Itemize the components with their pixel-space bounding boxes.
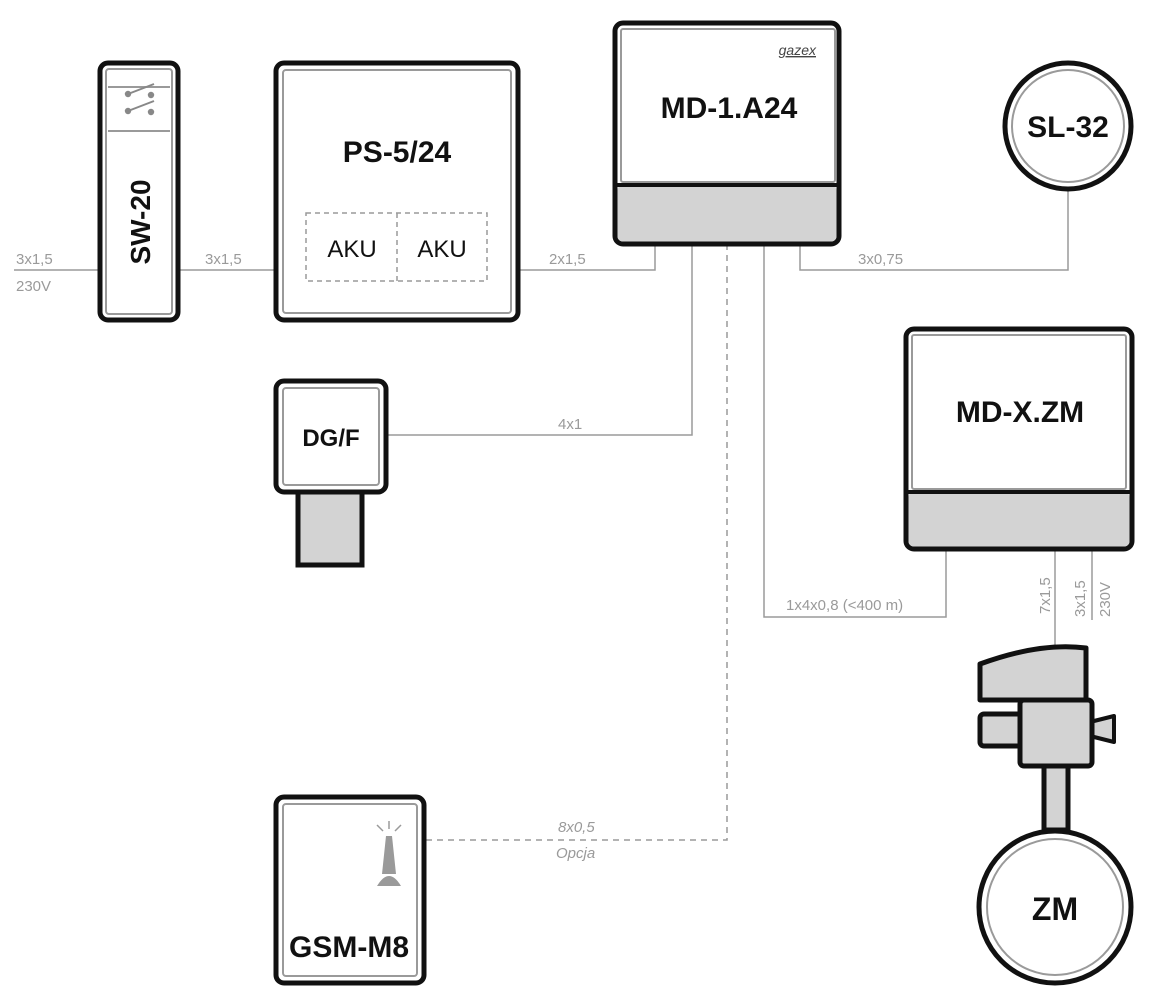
- gsm-cable-label: 8x0,5: [558, 819, 595, 836]
- md-to-mdx-wire: [763, 244, 947, 618]
- ps-to-md-wire: [518, 244, 656, 271]
- sw20-label: SW-20: [125, 179, 156, 264]
- dg-md-cable-label: 4x1: [558, 416, 582, 433]
- gsm-option-label: Opcja: [556, 845, 595, 862]
- ps-md-cable-label: 2x1,5: [549, 251, 586, 268]
- sl32-label: SL-32: [1027, 111, 1109, 144]
- brand-label: gazex: [779, 42, 817, 58]
- battery-2-label: AKU: [417, 236, 466, 263]
- ps-device: PS-5/24 AKU AKU: [273, 60, 521, 323]
- sl32-device: SL-32: [1002, 60, 1134, 192]
- mdx-device: MD-X.ZM: [903, 326, 1135, 552]
- ps-label: PS-5/24: [343, 136, 452, 169]
- md-sl-cable-label: 3x0,75: [858, 251, 903, 268]
- mains-voltage-label: 230V: [16, 278, 51, 295]
- valve-label: ZM: [1032, 891, 1078, 927]
- valve-actuator-icon: [977, 644, 1116, 833]
- dgf-label: DG/F: [302, 425, 359, 452]
- gsm-device: GSM-M8: [273, 794, 427, 986]
- md1-device: gazex MD-1.A24: [612, 20, 842, 247]
- gsm-label: GSM-M8: [289, 931, 409, 964]
- dg-to-md-wire: [386, 244, 693, 436]
- md-to-gsm-wire: [424, 244, 728, 841]
- battery-1-label: AKU: [327, 236, 376, 263]
- md-mdx-cable-label: 1x4x0,8 (<400 m): [786, 597, 903, 614]
- mdx-power-cable-label: 3x1,5: [1072, 580, 1089, 617]
- md-to-sl-wire: [799, 190, 1069, 271]
- mdx-zm-cable-label: 7x1,5: [1037, 577, 1054, 614]
- antenna-icon: [376, 821, 402, 886]
- cable-labels: 3x1,5 230V 3x1,5 2x1,5 3x0,75 4x1 1x4x0,…: [16, 251, 1114, 862]
- valve-device: ZM: [976, 644, 1134, 986]
- dgf-device: DG/F: [273, 378, 389, 568]
- switch-icon: [124, 83, 155, 116]
- sw-ps-cable-label: 3x1,5: [205, 251, 242, 268]
- mdx-power-voltage-label: 230V: [1097, 582, 1114, 617]
- mdx-label: MD-X.ZM: [956, 396, 1084, 429]
- sw20-device: SW-20: [97, 60, 181, 323]
- mains-cable-label: 3x1,5: [16, 251, 53, 268]
- md1-label: MD-1.A24: [661, 92, 798, 125]
- wires: [14, 190, 1093, 841]
